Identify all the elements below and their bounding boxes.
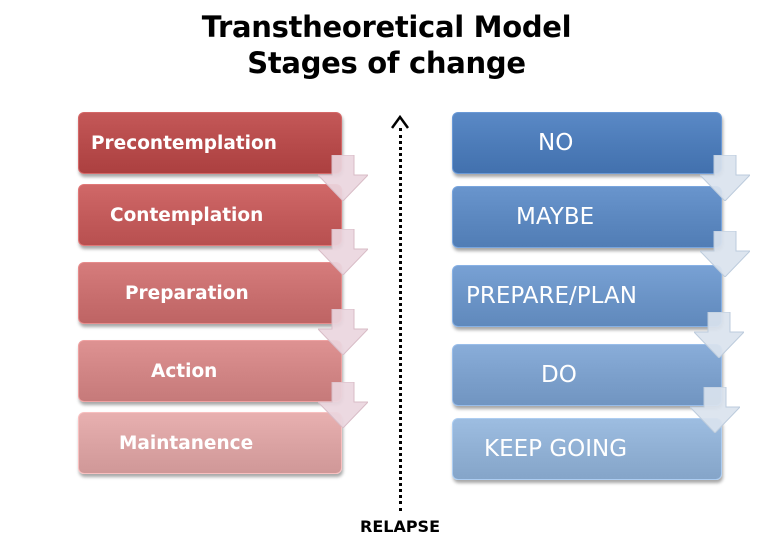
action-box-keep-going: KEEP GOING	[452, 418, 722, 480]
action-box-no: NO	[452, 112, 722, 174]
up-arrowhead-icon	[391, 114, 409, 129]
down-arrow-icon	[318, 155, 368, 201]
down-arrow-icon	[700, 155, 750, 201]
down-arrow-icon	[700, 231, 750, 277]
down-arrow-icon	[694, 312, 744, 358]
relapse-label: RELAPSE	[360, 517, 441, 536]
stage-label: Contemplation	[110, 204, 264, 226]
action-label: NO	[538, 130, 574, 156]
action-label: MAYBE	[516, 204, 595, 230]
stage-box-preparation: Preparation	[78, 262, 342, 324]
stage-label: Precontemplation	[91, 132, 277, 154]
action-box-prepare-plan: PREPARE/PLAN	[452, 265, 722, 327]
stage-box-contemplation: Contemplation	[78, 184, 342, 246]
relapse-dotted-line	[399, 128, 402, 511]
down-arrow-icon	[318, 382, 368, 428]
action-label: KEEP GOING	[484, 436, 628, 462]
diagram-title-line-2: Stages of change	[247, 46, 526, 80]
action-label: PREPARE/PLAN	[466, 283, 637, 309]
action-box-maybe: MAYBE	[452, 186, 722, 248]
diagram-title-line-1: Transtheoretical Model	[201, 10, 572, 44]
stage-box-action: Action	[78, 340, 342, 402]
action-box-do: DO	[452, 344, 722, 406]
stage-box-maintanence: Maintanence	[78, 412, 342, 474]
down-arrow-icon	[318, 309, 368, 355]
action-label: DO	[541, 362, 577, 388]
stage-label: Maintanence	[119, 432, 254, 454]
down-arrow-icon	[318, 229, 368, 275]
stage-box-precontemplation: Precontemplation	[78, 112, 342, 174]
down-arrow-icon	[690, 387, 740, 433]
stage-label: Preparation	[125, 282, 249, 304]
stage-label: Action	[151, 360, 218, 382]
